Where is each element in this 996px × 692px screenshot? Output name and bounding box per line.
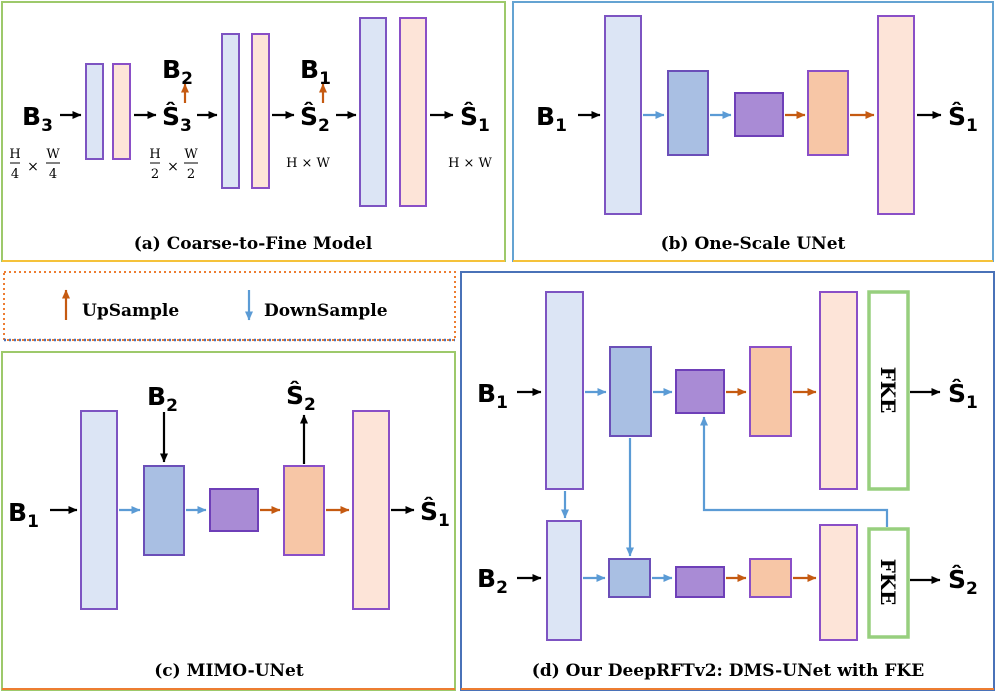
decoder-level2-b bbox=[807, 70, 849, 156]
svg-text:H: H bbox=[149, 147, 160, 162]
decoder-level1-d-bottom bbox=[819, 524, 858, 641]
decoder-level2-d-top bbox=[749, 346, 792, 437]
output-s3-label: Ŝ3 bbox=[162, 101, 192, 136]
svg-text:2: 2 bbox=[187, 167, 195, 182]
output-s2-label-d: Ŝ2 bbox=[948, 564, 978, 599]
input-b1-label-b: B1 bbox=[536, 102, 567, 136]
bottleneck-c bbox=[209, 488, 259, 532]
svg-text:×: × bbox=[27, 159, 39, 175]
output-s2-label-c: Ŝ2 bbox=[286, 380, 316, 415]
encoder-level2-c bbox=[143, 465, 185, 556]
encoder-block-quarter bbox=[85, 63, 104, 160]
encoder-level1-d-top bbox=[545, 291, 584, 490]
panel-d-frame bbox=[460, 271, 995, 691]
panel-b-caption: (b) One-Scale UNet bbox=[661, 234, 846, 254]
input-b1-label-d: B1 bbox=[477, 379, 508, 413]
encoder-block-full bbox=[359, 17, 387, 207]
encoder-level1-d-bottom bbox=[546, 520, 582, 641]
fke-block-top bbox=[867, 290, 910, 491]
encoder-level2-d-top bbox=[609, 346, 652, 437]
bottleneck-d-bottom bbox=[675, 566, 725, 598]
size-full-1: H × W bbox=[286, 156, 330, 171]
svg-text:×: × bbox=[167, 159, 179, 175]
panel-c-frame bbox=[1, 351, 456, 691]
input-b2-label-d: B2 bbox=[477, 564, 508, 598]
size-quarter: H 4 × W 4 bbox=[9, 147, 60, 182]
output-s2-label: Ŝ2 bbox=[300, 101, 330, 136]
decoder-block-full bbox=[399, 17, 427, 207]
panel-d-caption: (d) Our DeepRFTv2: DMS-UNet with FKE bbox=[532, 661, 924, 681]
fke-block-bottom bbox=[867, 527, 910, 639]
fke-label-top: FKE bbox=[876, 367, 900, 414]
decoder-level2-d-bottom bbox=[749, 558, 792, 598]
panel-a-caption: (a) Coarse-to-Fine Model bbox=[134, 234, 373, 254]
panel-b: B1 Ŝ1 (b) One-Scale UNet bbox=[536, 15, 978, 254]
size-full-2: H × W bbox=[448, 156, 492, 171]
bottleneck-b bbox=[734, 92, 784, 137]
feedback-path-fke-to-bottleneck bbox=[700, 416, 889, 527]
panel-b-frame bbox=[512, 1, 994, 262]
encoder-level2-d-bottom bbox=[608, 558, 651, 598]
encoder-level2-b bbox=[667, 70, 709, 156]
decoder-level1-d-top bbox=[819, 291, 858, 490]
decoder-level1-c bbox=[352, 410, 390, 610]
svg-text:2: 2 bbox=[151, 167, 159, 182]
downsample-legend-label: DownSample bbox=[264, 301, 388, 321]
svg-text:W: W bbox=[46, 147, 60, 162]
decoder-level1-b bbox=[877, 15, 915, 215]
encoder-block-half bbox=[221, 33, 240, 189]
panel-c-caption: (c) MIMO-UNet bbox=[154, 661, 304, 681]
bottleneck-d-top bbox=[675, 369, 725, 414]
svg-text:W: W bbox=[184, 147, 198, 162]
output-s1-label-b: Ŝ1 bbox=[948, 101, 978, 136]
encoder-level1-b bbox=[604, 15, 642, 215]
output-s1-label-d: Ŝ1 bbox=[948, 378, 978, 413]
panel-d: B1 FKE Ŝ1 B2 FKE Ŝ2 (d) Our bbox=[477, 290, 978, 681]
input-b1-label-a: B1 bbox=[300, 55, 331, 89]
legend: UpSample DownSample bbox=[62, 289, 388, 321]
encoder-level1-c bbox=[80, 410, 118, 610]
input-b3-label: B3 bbox=[22, 102, 53, 136]
fke-label-bottom: FKE bbox=[876, 559, 900, 606]
panel-a: B3 Ŝ3 B2 Ŝ2 B1 Ŝ1 H 4 × W 4 H bbox=[9, 17, 493, 254]
output-s1-label-a: Ŝ1 bbox=[460, 101, 490, 136]
output-s1-label-c: Ŝ1 bbox=[420, 496, 450, 531]
input-b2-label: B2 bbox=[162, 55, 193, 89]
svg-text:4: 4 bbox=[49, 167, 57, 182]
input-b2-label-c: B2 bbox=[147, 382, 178, 416]
decoder-block-quarter bbox=[112, 63, 131, 160]
size-half: H 2 × W 2 bbox=[149, 147, 198, 182]
decoder-block-half bbox=[251, 33, 270, 189]
panel-c: B1 B2 Ŝ2 Ŝ1 (c) MIMO-UNet bbox=[8, 380, 450, 681]
upsample-legend-label: UpSample bbox=[82, 301, 179, 321]
legend-frame bbox=[3, 271, 456, 341]
input-b1-label-c: B1 bbox=[8, 498, 39, 532]
panel-a-frame bbox=[1, 1, 506, 262]
svg-text:4: 4 bbox=[11, 167, 19, 182]
decoder-level2-c bbox=[283, 465, 325, 556]
svg-text:H: H bbox=[9, 147, 20, 162]
